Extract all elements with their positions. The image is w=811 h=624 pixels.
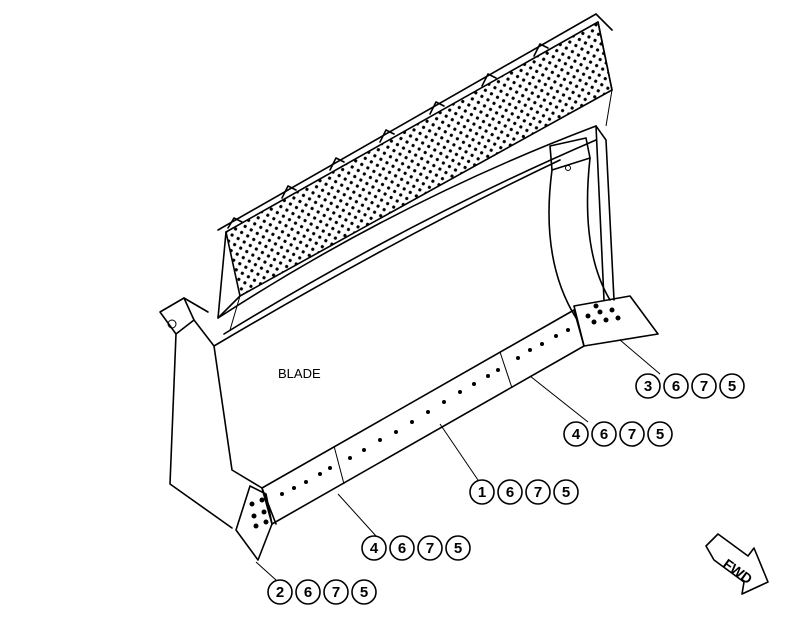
callout-digit: 6 xyxy=(600,426,608,443)
callout-digit: 7 xyxy=(332,584,340,601)
cutting-edge-holes xyxy=(280,328,570,496)
callout-center: 1 6 7 5 xyxy=(469,479,579,505)
forward-arrow-icon: FWD xyxy=(705,533,769,595)
callout-digit: 5 xyxy=(360,584,368,601)
callout-digit: 4 xyxy=(370,540,379,557)
callout-digit: 5 xyxy=(562,484,570,501)
rock-guard xyxy=(217,13,613,319)
cutting-edge xyxy=(261,309,585,525)
callout-digit: 6 xyxy=(506,484,514,501)
callout-digit: 7 xyxy=(700,378,708,395)
callout-right-middle: 4 6 7 5 xyxy=(563,421,673,447)
blade-label: BLADE xyxy=(278,366,321,381)
callout-lower-left: 2 6 7 5 xyxy=(267,579,377,605)
callout-digit: 7 xyxy=(534,484,542,501)
callout-digit: 3 xyxy=(644,378,652,395)
left-end-plate xyxy=(159,297,233,529)
callout-digit: 5 xyxy=(454,540,462,557)
callout-digit: 7 xyxy=(426,540,434,557)
callout-left-middle: 4 6 7 5 xyxy=(361,535,471,561)
left-end-bit xyxy=(235,485,273,561)
callout-digit: 1 xyxy=(478,484,486,501)
leader-lines xyxy=(255,339,661,581)
callout-digit: 2 xyxy=(276,584,284,601)
callout-digit: 6 xyxy=(672,378,680,395)
right-side-wing xyxy=(548,125,611,319)
callout-digit: 7 xyxy=(628,426,636,443)
callout-digit: 5 xyxy=(656,426,664,443)
callout-upper-right: 3 6 7 5 xyxy=(635,373,745,399)
callout-digit: 6 xyxy=(398,540,406,557)
blade-moldboard xyxy=(213,89,615,489)
callout-digit: 5 xyxy=(728,378,736,395)
callout-digit: 6 xyxy=(304,584,312,601)
callout-digit: 4 xyxy=(572,426,581,443)
right-end-bit xyxy=(573,295,659,347)
